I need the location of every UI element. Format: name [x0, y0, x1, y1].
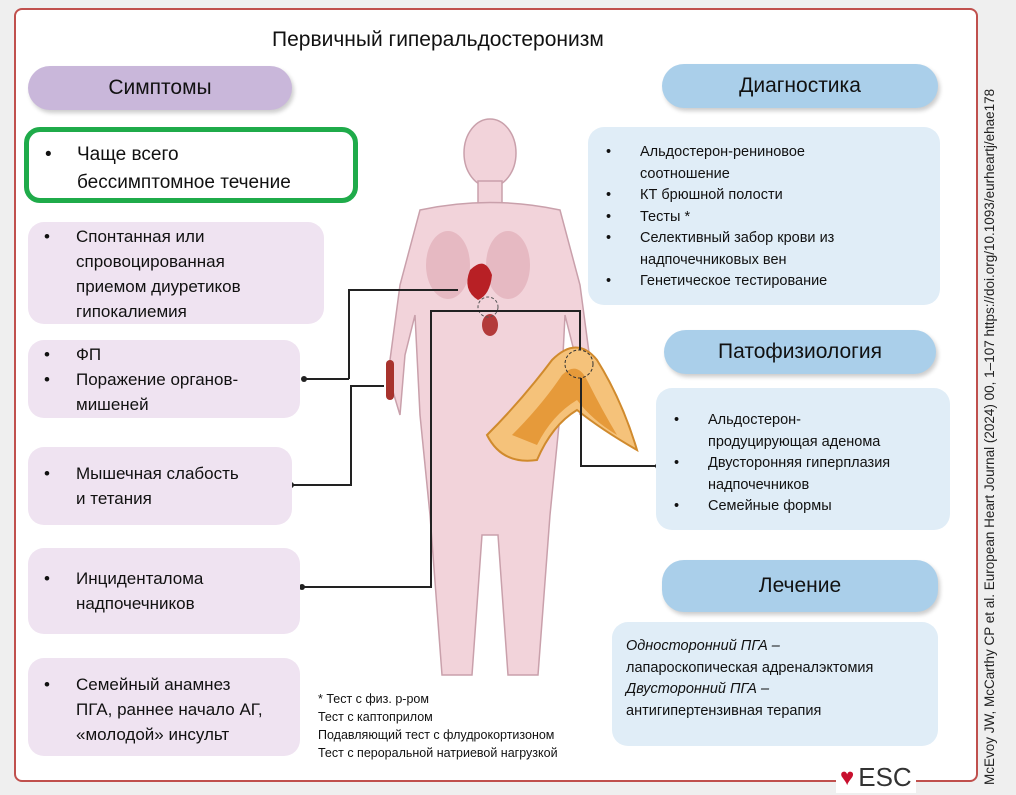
treatment-header: Лечение: [662, 560, 938, 612]
kidney-icon: [482, 314, 498, 336]
citation: McEvoy JW, McCarthy CP et al. European H…: [982, 88, 997, 785]
diagnostics-header: Диагностика: [662, 64, 938, 108]
treatment-box: Односторонний ПГА –лапароскопическая адр…: [612, 622, 938, 746]
symptom-af: ФППоражение органов-мишеней: [28, 340, 300, 418]
diagnostics-list: Альдостерон-рениновоесоотношениеКТ брюшн…: [588, 127, 940, 305]
esc-logo: ♥ESC: [836, 762, 916, 793]
heart-icon: [467, 263, 492, 300]
pathophysiology-list: Альдостерон-продуцирующая аденомаДвустор…: [656, 388, 950, 530]
adrenal-gland-illustration: [485, 346, 639, 462]
page-title: Первичный гиперальдостеронизм: [272, 28, 604, 51]
heart-logo-icon: ♥: [840, 763, 855, 791]
symptoms-header: Симптомы: [28, 66, 292, 110]
muscle-icon: [386, 360, 394, 400]
pathophysiology-header: Патофизиология: [664, 330, 936, 374]
